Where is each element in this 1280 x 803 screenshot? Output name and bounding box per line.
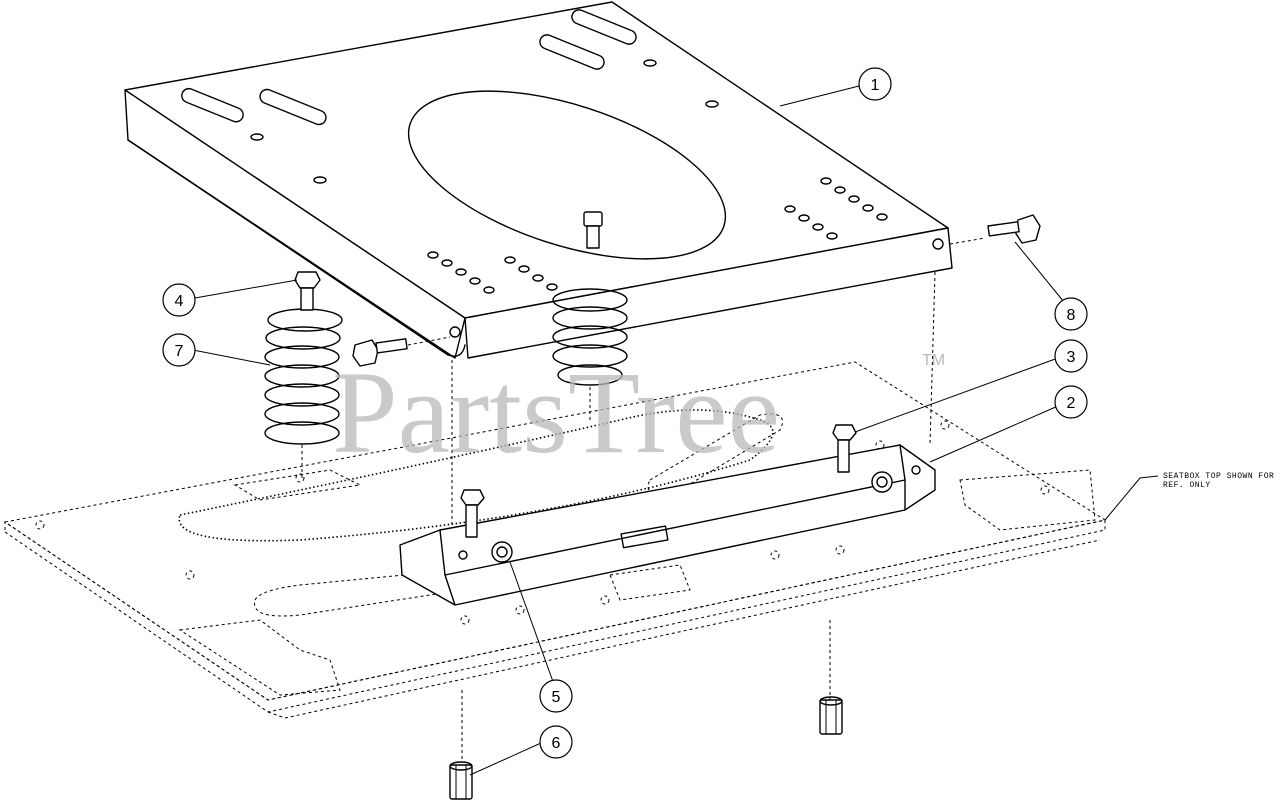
callout-7: 7	[162, 333, 196, 367]
callout-6-label: 6	[552, 735, 561, 752]
callout-2: 2	[1054, 385, 1088, 419]
callout-1-label: 1	[871, 77, 880, 94]
callout-8-label: 8	[1067, 307, 1076, 324]
callout-3-label: 3	[1067, 349, 1076, 366]
watermark: PartsTree TM	[332, 347, 945, 478]
leader-lines	[192, 85, 1159, 776]
callout-1: 1	[858, 67, 892, 101]
callout-8: 8	[1054, 297, 1088, 331]
nut-insert-left	[449, 761, 473, 800]
callout-4: 4	[162, 283, 196, 317]
callout-6: 6	[539, 725, 573, 759]
seat-plate	[124, 1, 953, 359]
callout-4-label: 4	[175, 293, 184, 310]
callout-5: 5	[539, 679, 573, 713]
spring-bolt	[294, 271, 321, 311]
side-bolt-right	[949, 214, 1041, 245]
note-line-1: SEATBOX TOP SHOWN FOR	[1163, 472, 1274, 481]
spring-right	[552, 288, 628, 420]
side-bolt-left	[352, 336, 451, 367]
spring-left	[264, 308, 343, 478]
watermark-tm: TM	[922, 352, 945, 369]
alignment-lines	[451, 271, 936, 760]
spacer-left	[491, 541, 513, 563]
bracket-bolt-right	[832, 424, 857, 473]
bracket-bolt-left	[460, 489, 485, 538]
callout-2-label: 2	[1067, 395, 1076, 412]
rail-bracket	[399, 444, 936, 606]
callout-5-label: 5	[552, 689, 561, 706]
reference-note: SEATBOX TOP SHOWN FOR REF. ONLY	[1163, 472, 1274, 490]
nut-insert-right	[819, 696, 843, 735]
callout-7-label: 7	[175, 343, 184, 360]
note-line-2: REF. ONLY	[1163, 481, 1211, 490]
watermark-text: PartsTree	[332, 347, 780, 478]
bracket-nut-right	[871, 471, 893, 493]
callout-3: 3	[1054, 339, 1088, 373]
